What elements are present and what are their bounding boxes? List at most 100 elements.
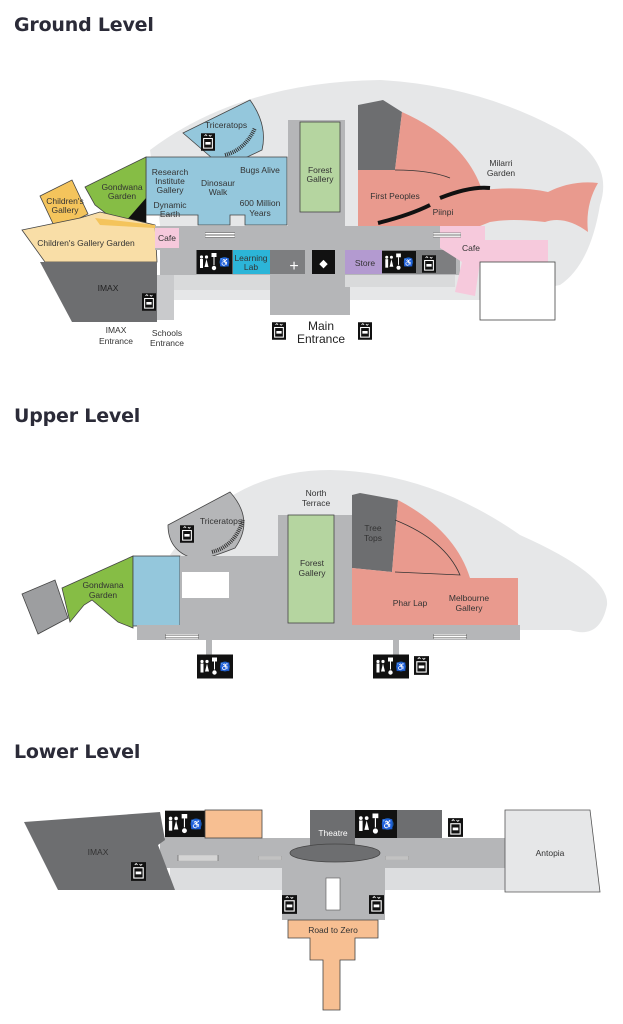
lift-icon <box>358 322 372 340</box>
label-imax-entrance: IMAX <box>106 325 127 335</box>
label-schools-entrance: Entrance <box>150 338 184 348</box>
label-milarri-garden: Milarri <box>489 158 512 168</box>
label-forest-gallery: Forest <box>300 558 325 568</box>
ground-level-heading: Ground Level <box>14 14 154 36</box>
room-store[interactable] <box>345 250 382 274</box>
label-dinosaur-walk: Dinosaur <box>201 178 235 188</box>
ticket-desk[interactable] <box>312 250 335 274</box>
label-road-to-zero: Road to Zero <box>308 925 358 935</box>
stairs <box>211 519 245 554</box>
lift-icon <box>369 895 384 914</box>
label-cafe: Cafe <box>462 243 480 253</box>
label-store: Store <box>355 258 376 268</box>
room-blue-gallery[interactable] <box>132 555 181 627</box>
room-orange-gallery[interactable] <box>204 809 263 839</box>
toilets-icon <box>373 654 409 679</box>
room-gondwana-annex <box>21 579 69 635</box>
label-gondwana: Gondwana <box>82 580 123 590</box>
lift-icon <box>201 133 215 151</box>
toilets-icon <box>196 250 233 274</box>
label-research: Institute <box>155 176 185 186</box>
corridor <box>155 226 485 250</box>
stairs-icon <box>258 855 282 861</box>
lift-icon <box>131 862 146 881</box>
cafe-right[interactable] <box>440 226 548 296</box>
room-theatre[interactable] <box>310 810 355 848</box>
label-gondwana: Gondwana <box>101 182 142 192</box>
label-learning-lab: Learning <box>234 253 267 263</box>
label-dynamic-earth: Dynamic <box>153 200 187 210</box>
stairs-icon <box>433 232 461 238</box>
label-schools-entrance: Schools <box>152 328 182 338</box>
room-learning-lab[interactable] <box>233 250 270 274</box>
label-forest-gallery: Forest <box>308 165 333 175</box>
label-childrens-gallery-garden: Children's Gallery Garden <box>37 238 135 248</box>
label-main-entrance: Main <box>308 319 334 333</box>
toilets-icon <box>165 810 205 838</box>
label-piinpi: Piinpi <box>433 207 454 217</box>
room-first-peoples[interactable] <box>358 112 598 232</box>
label-main-entrance: Entrance <box>297 332 345 346</box>
label-gondwana: Garden <box>89 590 118 600</box>
corridor <box>137 625 520 640</box>
label-600-million-years: 600 Million <box>240 198 281 208</box>
room-imax[interactable] <box>40 262 157 322</box>
label-600-million-years: Years <box>249 208 270 218</box>
label-childrens-gallery: Children's <box>46 196 84 206</box>
label-antopia: Antopia <box>536 848 565 858</box>
label-cafe: Cafe <box>158 233 176 243</box>
lower-level-heading: Lower Level <box>14 741 141 763</box>
room-tree-tops[interactable] <box>352 493 398 572</box>
label-north-terrace: North <box>306 488 327 498</box>
toilets-icon <box>355 810 397 838</box>
stairs-icon <box>385 855 409 861</box>
label-learning-lab: Lab <box>244 262 258 272</box>
ground-level-map: + ◆ Triceratops Research Institute Galle… <box>21 80 604 348</box>
room-antopia[interactable] <box>504 809 601 893</box>
label-gondwana: Garden <box>108 191 137 201</box>
label-dinosaur-walk: Walk <box>209 187 228 197</box>
label-imax: IMAX <box>98 283 119 293</box>
label-forest-gallery: Gallery <box>299 568 327 578</box>
label-imax-entrance: Entrance <box>99 336 133 346</box>
stairs-icon <box>165 634 199 639</box>
label-dynamic-earth: Earth <box>160 209 181 219</box>
label-research: Research <box>152 167 189 177</box>
label-milarri-garden: Garden <box>487 168 516 178</box>
room-melbourne-gallery[interactable] <box>352 500 518 626</box>
lift-icon <box>448 818 463 837</box>
label-forest-gallery: Gallery <box>307 174 335 184</box>
label-phar-lap: Phar Lap <box>393 598 428 608</box>
label-imax: IMAX <box>88 847 109 857</box>
label-tree-tops: Tops <box>364 533 382 543</box>
label-tree-tops: Tree <box>364 523 381 533</box>
upper-level-map: North Terrace Triceratops Gondwana Garde… <box>21 470 608 679</box>
ticket-icon: ◆ <box>319 258 328 270</box>
toilets-icon <box>197 654 233 679</box>
stairs-icon <box>177 855 219 861</box>
room-childrens-gallery[interactable] <box>39 179 89 231</box>
label-research: Gallery <box>157 185 185 195</box>
first-aid-icon: + <box>289 258 298 275</box>
label-triceratops: Triceratops <box>205 120 247 130</box>
room-forest-gallery[interactable] <box>287 514 335 624</box>
room-road-to-zero[interactable] <box>287 919 379 1011</box>
label-triceratops: Triceratops <box>200 516 242 526</box>
lift-icon <box>422 255 436 273</box>
room-dark-gallery <box>358 100 402 170</box>
room-forest-gallery[interactable] <box>299 121 341 213</box>
room-dinosaur-walk[interactable] <box>145 156 288 226</box>
lower-level-map: IMAX Theatre Antopia Road to Zero <box>24 809 601 1011</box>
label-melbourne-gallery: Melbourne <box>449 593 489 603</box>
outdoor-area <box>479 261 556 321</box>
cafe-left[interactable] <box>155 228 179 248</box>
label-melbourne-gallery: Gallery <box>456 603 484 613</box>
stairs <box>325 877 341 911</box>
lift-icon <box>272 322 286 340</box>
label-north-terrace: Terrace <box>302 498 331 508</box>
stairs-icon <box>433 634 467 639</box>
label-theatre: Theatre <box>318 828 348 838</box>
lift-icon <box>282 895 297 914</box>
toilets-icon <box>382 250 416 274</box>
